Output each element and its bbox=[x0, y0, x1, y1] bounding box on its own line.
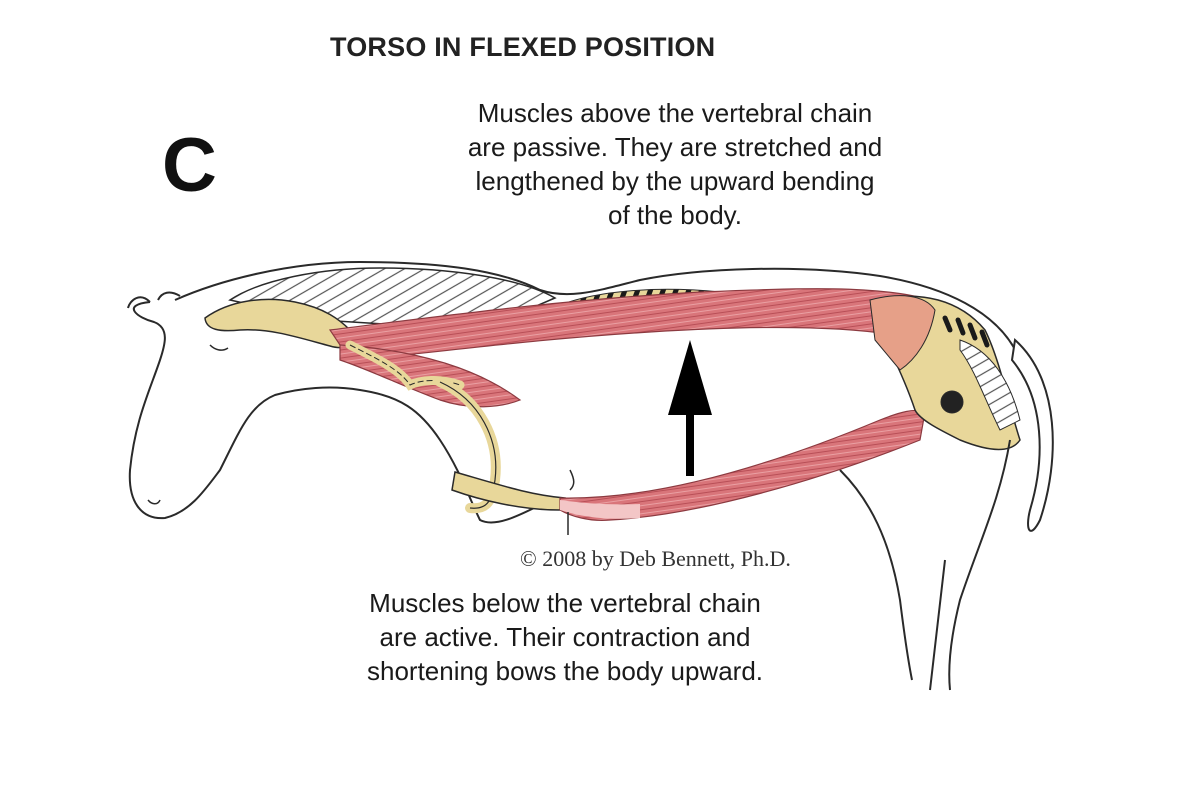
upward-arrow-icon bbox=[668, 340, 712, 476]
belly-tick-marks bbox=[567, 469, 575, 535]
copyright-notice: © 2008 by Deb Bennett, Ph.D. bbox=[520, 546, 791, 571]
head-detail bbox=[147, 344, 229, 505]
sacral-spines bbox=[942, 315, 990, 348]
belly-muscle-active bbox=[559, 409, 926, 521]
belly-muscle-light-end bbox=[560, 500, 640, 519]
caption-active-muscles: Muscles below the vertebral chain are ac… bbox=[300, 586, 830, 688]
horse-body-outline bbox=[128, 301, 946, 691]
caption-line: of the body. bbox=[608, 200, 742, 230]
hip-joint bbox=[940, 390, 964, 414]
caption-line: Muscles below the vertebral chain bbox=[369, 588, 761, 618]
caption-line: are active. Their contraction and bbox=[379, 622, 751, 652]
tail-shape bbox=[1010, 338, 1054, 532]
diagram-title: TORSO IN FLEXED POSITION bbox=[330, 32, 716, 62]
back-line bbox=[174, 260, 1021, 361]
rib-curve-outline bbox=[439, 381, 497, 509]
caption-line: Muscles above the vertebral chain bbox=[477, 98, 873, 128]
panel-letter: C bbox=[162, 123, 217, 208]
caption-line: lengthened by the upward bending bbox=[475, 166, 875, 196]
ear-shape bbox=[127, 291, 181, 309]
thigh-muscle bbox=[959, 339, 1021, 431]
caption-passive-muscles: Muscles above the vertebral chain are pa… bbox=[400, 96, 950, 232]
vertebral-chain-outline bbox=[349, 344, 461, 386]
hind-leg-outline bbox=[948, 439, 1011, 691]
caption-line: shortening bows the body upward. bbox=[366, 656, 764, 686]
hip-muscle bbox=[869, 295, 936, 371]
caption-line: are passive. They are stretched and bbox=[467, 132, 883, 162]
